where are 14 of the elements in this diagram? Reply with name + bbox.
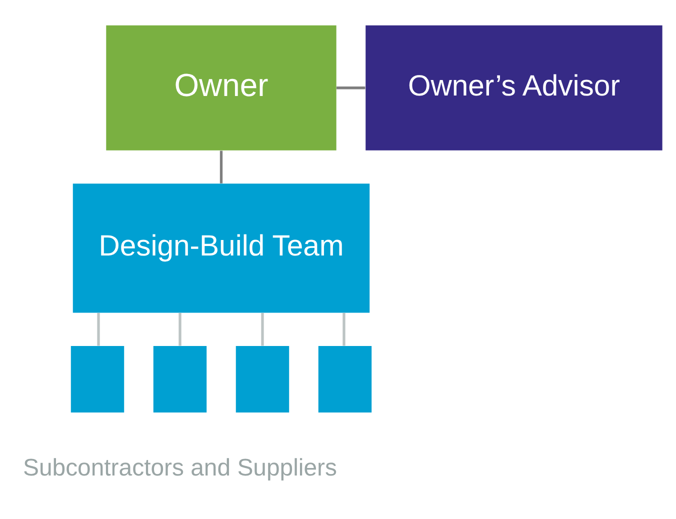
node-box <box>70 346 124 413</box>
node-box <box>318 346 372 413</box>
node-box <box>153 346 207 413</box>
connector <box>261 312 264 346</box>
node-box: Owner <box>106 25 336 150</box>
node-box: Owner’s Advisor <box>366 25 662 150</box>
connector <box>97 312 100 346</box>
node-box: Design-Build Team <box>72 184 370 313</box>
connector <box>336 86 366 90</box>
connector <box>220 150 223 184</box>
label: Subcontractors and Suppliers <box>22 454 338 482</box>
node-box <box>236 346 290 413</box>
connector <box>178 312 182 346</box>
connector <box>342 312 346 346</box>
